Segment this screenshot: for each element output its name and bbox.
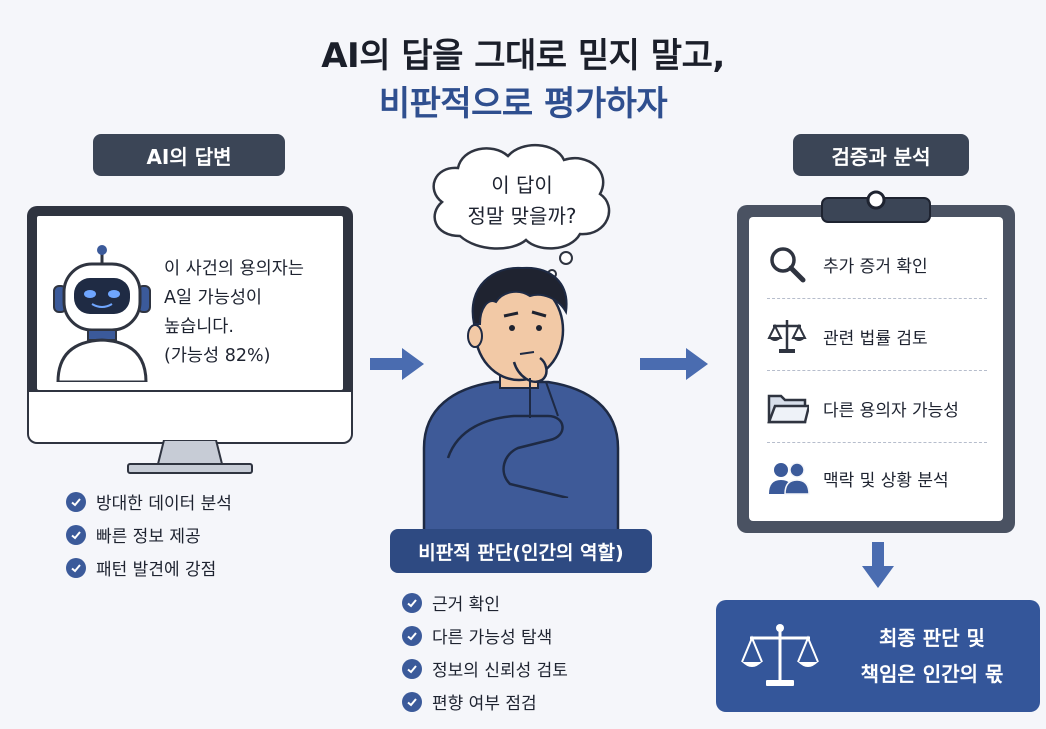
thought-text: 이 답이 정말 맞을까? — [467, 173, 577, 228]
scales-icon — [767, 316, 811, 356]
scales-icon — [741, 624, 819, 686]
human-check-item: 근거 확인 — [402, 586, 568, 619]
ai-feature-item: 빠른 정보 제공 — [66, 518, 232, 551]
human-check-item: 다른 가능성 탐색 — [402, 619, 568, 652]
clipboard-clip-icon — [821, 190, 931, 223]
check-icon — [66, 557, 86, 578]
people-icon — [767, 458, 811, 498]
title-line-2: 비판적으로 평가하자 — [378, 84, 668, 124]
critical-judgment-label: 비판적 판단(인간의 역할) — [390, 529, 652, 573]
monitor-stand — [127, 440, 253, 474]
check-icon — [402, 592, 422, 613]
check-icon — [402, 625, 422, 646]
ai-answer-header: AI의 답변 — [93, 134, 285, 176]
final-text: 최종 판단 및 책임은 인간의 몫 — [860, 626, 1004, 686]
check-icon — [402, 691, 422, 712]
verify-item: 관련 법률 검토 — [767, 316, 987, 356]
check-icon — [66, 491, 86, 512]
human-check-list: 근거 확인 다른 가능성 탐색 정보의 신뢰성 검토 편향 여부 점검 — [402, 586, 568, 718]
title-line-1: AI의 답을 그대로 믿지 말고, — [321, 36, 725, 76]
right-arrow-icon — [640, 348, 708, 380]
ai-answer-text: 이 사건의 용의자는 A일 가능성이 높습니다. (가능성 82%) — [164, 255, 342, 371]
down-arrow-icon — [862, 542, 894, 588]
ai-answer-line: (가능성 82%) — [164, 346, 271, 366]
human-check-item: 정보의 신뢰성 검토 — [402, 652, 568, 685]
ai-answer-line: 이 사건의 용의자는 — [164, 259, 304, 279]
thought-bubble — [432, 143, 611, 265]
divider — [767, 298, 987, 299]
divider — [767, 442, 987, 443]
ai-feature-item: 패턴 발견에 강점 — [66, 551, 232, 584]
verify-item: 맥락 및 상황 분석 — [767, 458, 987, 498]
check-icon — [402, 658, 422, 679]
right-arrow-icon — [370, 348, 424, 380]
ai-feature-list: 방대한 데이터 분석 빠른 정보 제공 패턴 발견에 강점 — [66, 485, 232, 584]
magnifier-icon — [767, 244, 811, 284]
verify-header: 검증과 분석 — [793, 134, 969, 176]
ai-answer-line: 높습니다. — [164, 317, 234, 337]
robot-icon — [53, 245, 151, 382]
thinking-person-illustration — [422, 266, 620, 534]
monitor-chin — [29, 392, 351, 442]
final-responsibility-box — [716, 600, 1040, 712]
human-check-item: 편향 여부 점검 — [402, 685, 568, 718]
check-icon — [66, 524, 86, 545]
verify-item: 추가 증거 확인 — [767, 244, 987, 284]
ai-answer-line: A일 가능성이 — [164, 288, 263, 308]
divider — [767, 370, 987, 371]
ai-feature-item: 방대한 데이터 분석 — [66, 485, 232, 518]
verify-item: 다른 용의자 가능성 — [767, 388, 987, 428]
folder-icon — [767, 388, 811, 428]
